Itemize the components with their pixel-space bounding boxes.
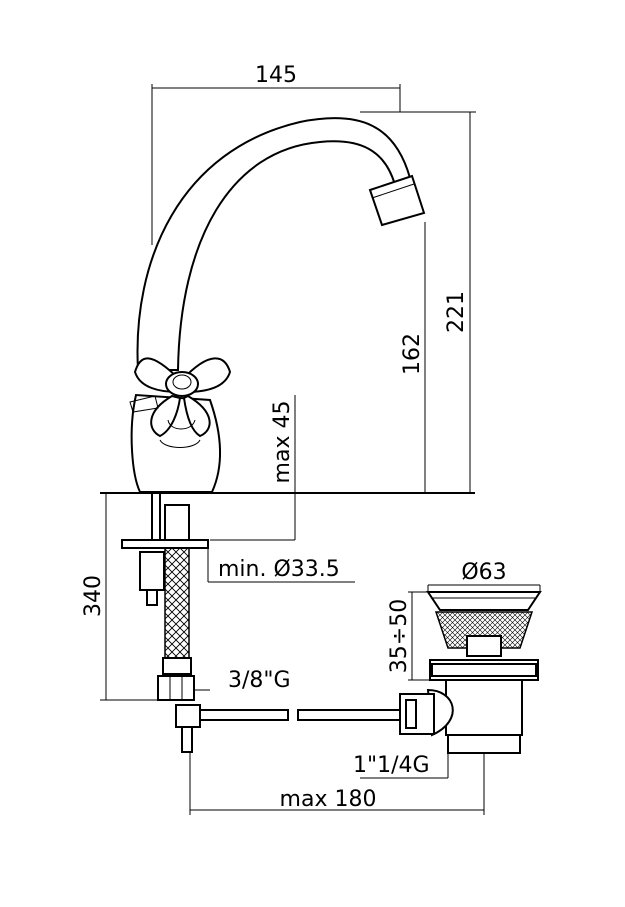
dim-height-340: 340 — [81, 575, 106, 617]
braided-hose — [164, 547, 190, 659]
dim-drain-diameter: Ø63 — [461, 560, 506, 585]
dim-max-thickness: max 45 — [270, 401, 295, 484]
dim-max-reach: max 180 — [280, 787, 377, 812]
dimension-lines — [100, 84, 541, 815]
dim-drain-thread: 1"1/4G — [353, 753, 430, 778]
spout — [136, 117, 412, 371]
aerator — [368, 174, 426, 227]
dim-connection: 3/8"G — [228, 668, 291, 693]
mounting-plate — [121, 539, 209, 549]
drain-flange — [434, 611, 534, 649]
drain — [399, 591, 542, 754]
hose-nut — [157, 675, 195, 701]
dim-height-total: 221 — [444, 291, 469, 333]
dim-width-top: 145 — [255, 63, 297, 88]
cross-handle — [129, 357, 232, 448]
dim-drain-range: 35÷50 — [387, 599, 412, 673]
faucet — [100, 117, 475, 753]
dim-min-diameter: min. Ø33.5 — [218, 557, 340, 582]
dim-height-spout: 162 — [400, 333, 425, 375]
